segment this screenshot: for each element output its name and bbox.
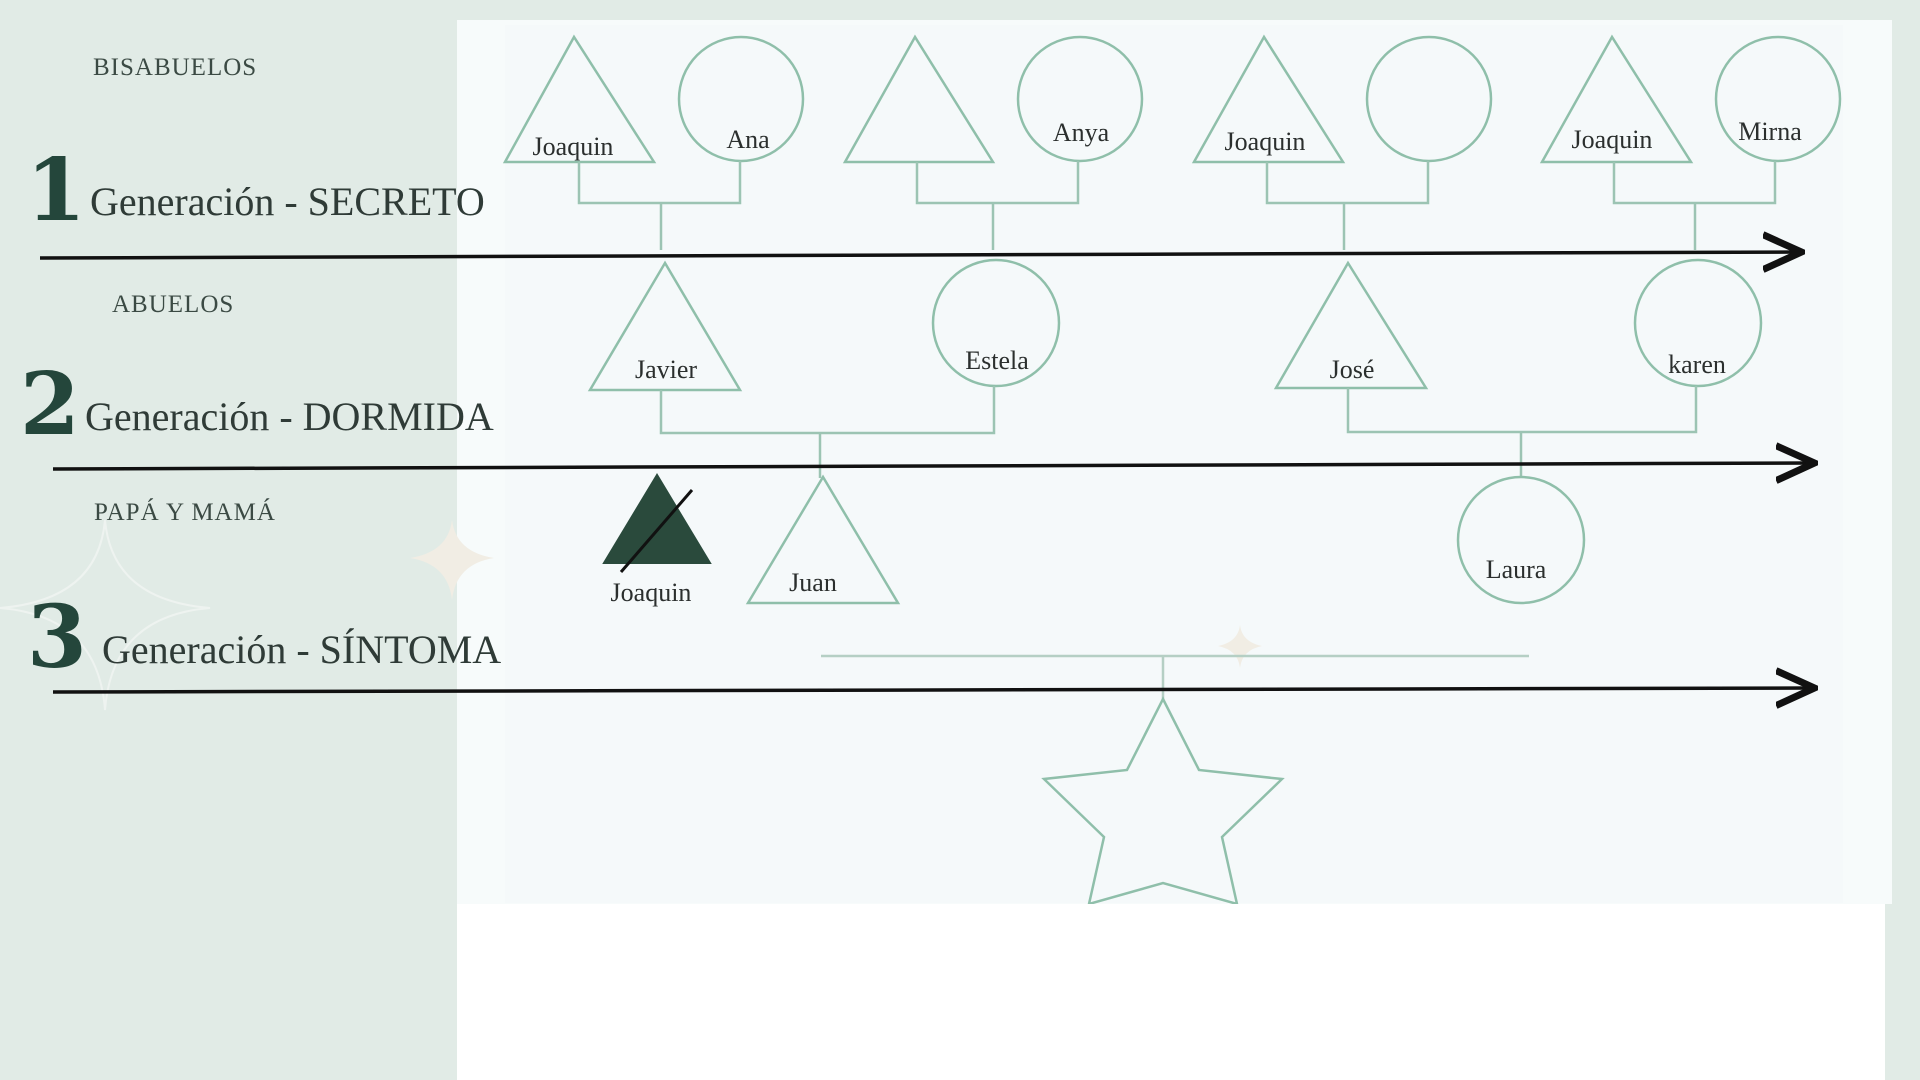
person-name: Anya — [1053, 118, 1110, 147]
right-strip — [1885, 904, 1920, 1080]
group-label-abuelos: ABUELOS — [112, 291, 235, 318]
group-label-bisabuelos: BISABUELOS — [93, 54, 258, 81]
generation-title-3: Generación - SÍNTOMA — [102, 627, 502, 672]
person-name: karen — [1668, 350, 1726, 379]
generation-number-3: 3 — [27, 587, 87, 688]
female-symbol — [1633, 258, 1763, 388]
person-name: Laura — [1486, 555, 1547, 584]
marriage-connectors-3 — [821, 654, 1529, 700]
person-name: Joaquin — [1572, 125, 1653, 154]
male-symbol — [745, 474, 901, 605]
female-symbol — [1456, 475, 1586, 605]
generation-title-1: Generación - SECRETO — [90, 179, 485, 224]
generation-title-2: Generación - DORMIDA — [85, 394, 494, 439]
sparkle-icon — [1218, 625, 1262, 668]
generation-number-2: 2 — [20, 354, 80, 455]
person-name: José — [1330, 355, 1375, 384]
person-name: Juan — [789, 568, 837, 597]
person-name: Joaquin — [533, 132, 614, 161]
person-name: Mirna — [1738, 117, 1802, 146]
male-symbol — [587, 260, 743, 392]
generation-arrow-2 — [52, 463, 1811, 469]
bottom-cover — [457, 904, 1885, 1080]
male-symbol — [842, 34, 996, 164]
sparkle-icon — [410, 520, 494, 600]
female-symbol — [931, 258, 1061, 388]
generation-number-1: 1 — [26, 140, 86, 241]
marriage-connectors-1 — [577, 161, 1777, 250]
marriage-connectors-2 — [659, 386, 1698, 478]
male-symbol — [1539, 34, 1694, 164]
person-name: Ana — [726, 125, 770, 154]
female-symbol — [1365, 35, 1493, 163]
male-symbol — [1273, 260, 1429, 390]
person-name: Estela — [965, 346, 1029, 375]
group-label-padres: PAPÁ Y MAMÁ — [94, 499, 276, 526]
sparkle-outline-icon — [0, 519, 211, 711]
deceased-mark — [619, 489, 694, 573]
generation-arrow-1 — [39, 252, 1798, 258]
female-symbol — [1714, 35, 1842, 163]
deceased-male-symbol — [602, 473, 712, 564]
person-name: Javier — [635, 355, 697, 384]
generation-arrow-3 — [52, 688, 1811, 692]
person-name: Joaquin — [1225, 127, 1306, 156]
male-symbol — [1191, 34, 1346, 164]
star-symbol — [1041, 696, 1285, 906]
person-name: Joaquin — [611, 578, 692, 607]
female-symbol — [1016, 35, 1144, 163]
left-sidebar — [0, 0, 457, 1080]
